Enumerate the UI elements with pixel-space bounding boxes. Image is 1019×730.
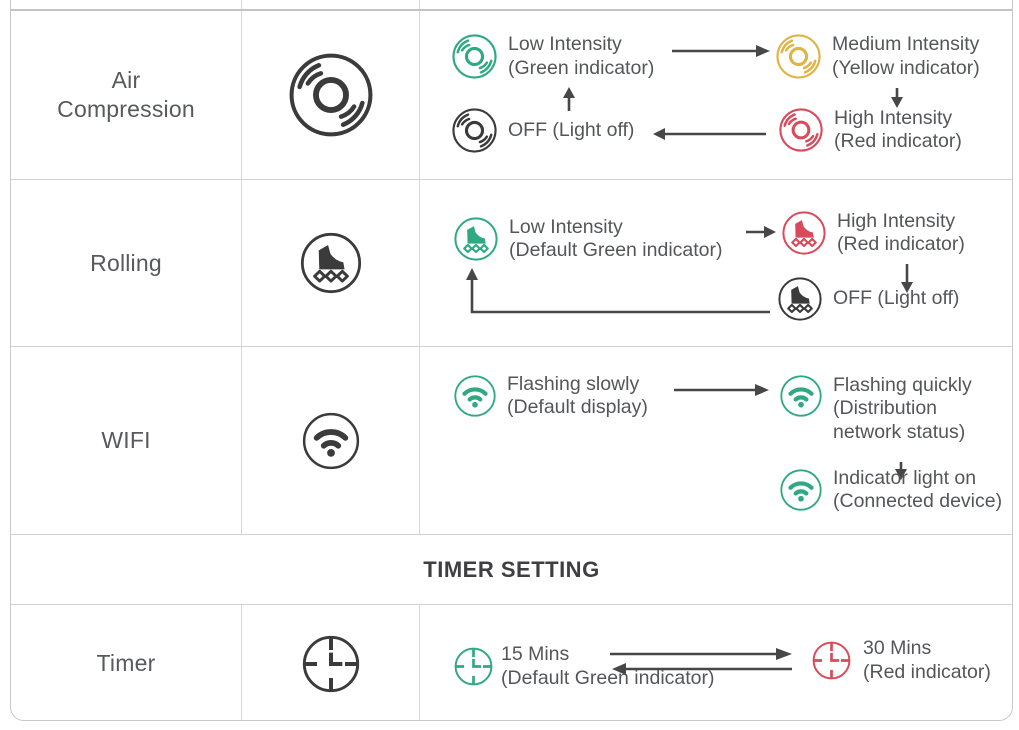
flow-node: High Intensity (Red indicator)	[781, 210, 965, 256]
flow-node: High Intensity (Red indicator)	[778, 107, 962, 153]
flow-node-label: OFF (Light off)	[833, 287, 960, 310]
function-label-cell: Air Compression	[11, 11, 241, 179]
partial-cell	[241, 0, 419, 9]
function-label-cell: WIFI	[11, 347, 241, 534]
row-label: Timer	[96, 650, 156, 677]
flow-node-label: OFF (Light off)	[508, 118, 635, 141]
row-label: WIFI	[101, 427, 151, 454]
wifi-indicator-icon	[779, 468, 823, 512]
flow-node-label: Indicator light on (Connected device)	[833, 466, 1003, 512]
air-compression-indicator-icon	[451, 107, 498, 154]
flow-cell: Low Intensity (Default Green indicator) …	[419, 180, 1012, 346]
flow-arrows-layer	[563, 45, 903, 140]
section-header-cell: TIMER SETTING	[11, 535, 1012, 604]
wifi-icon	[301, 411, 361, 471]
flow-cell: Low Intensity (Green indicator) Medium I…	[419, 11, 1012, 179]
flow-arrows-layer	[466, 226, 913, 314]
flow-node: OFF (Light off)	[451, 107, 634, 154]
flow-node-label: Low Intensity (Green indicator)	[508, 33, 655, 79]
row-label: Rolling	[90, 249, 162, 276]
flow-node: Low Intensity (Default Green indicator)	[453, 216, 723, 262]
row-label: Air Compression	[57, 67, 195, 122]
flow-cell: 15 Mins (Default Green indicator) 30 Min…	[419, 605, 1012, 720]
timer-clock-icon	[299, 632, 363, 696]
timer-indicator-icon	[810, 639, 853, 682]
flow-node-label: High Intensity (Red indicator)	[834, 106, 962, 152]
function-icon-cell	[241, 605, 419, 720]
rolling-indicator-icon	[453, 216, 499, 262]
function-icon-cell	[241, 180, 419, 346]
air-compression-indicator-icon	[778, 107, 824, 153]
function-label-cell: Rolling	[11, 180, 241, 346]
flow-node: Flashing slowly (Default display)	[453, 372, 648, 418]
flow-node: Low Intensity (Green indicator)	[451, 33, 654, 80]
section-header-row: TIMER SETTING	[11, 534, 1012, 604]
flow-node-label: Medium Intensity (Yellow indicator)	[832, 33, 980, 79]
function-icon-cell	[241, 347, 419, 534]
partial-cell	[11, 0, 241, 9]
rolling-indicator-icon	[777, 276, 823, 322]
flow-node-label: 30 Mins (Red indicator)	[863, 637, 991, 683]
function-icon-cell	[241, 11, 419, 179]
flow-arrows-layer	[674, 384, 907, 480]
rolling-skate-icon	[299, 231, 363, 295]
flow-node: 30 Mins (Red indicator)	[810, 637, 991, 683]
rolling-indicator-icon	[781, 210, 827, 256]
function-label-cell: Timer	[11, 605, 241, 720]
flow-node-label: Flashing quickly (Distribution network s…	[833, 374, 972, 443]
flow-arrows-layer	[610, 648, 792, 675]
flow-node: Indicator light on (Connected device)	[779, 466, 1003, 512]
air-compression-indicator-icon	[451, 33, 498, 80]
table-row: WIFI Flashing slowly (Default display) F…	[11, 346, 1012, 534]
flow-node-label: Flashing slowly (Default display)	[507, 372, 648, 418]
flow-node: OFF (Light off)	[777, 276, 959, 322]
flow-node-label: 15 Mins (Default Green indicator)	[501, 643, 715, 689]
table-row: Air Compression Low Intensity (Green ind…	[11, 9, 1012, 179]
section-header-title: TIMER SETTING	[423, 556, 600, 582]
indicator-table: Air Compression Low Intensity (Green ind…	[10, 0, 1013, 721]
air-compression-icon	[287, 51, 375, 139]
flow-cell: Flashing slowly (Default display) Flashi…	[419, 347, 1012, 534]
partial-cell	[419, 0, 1012, 9]
table-row-partial	[11, 0, 1012, 9]
timer-indicator-icon	[452, 645, 495, 688]
wifi-indicator-icon	[779, 374, 823, 418]
flow-node-label: High Intensity (Red indicator)	[837, 209, 965, 255]
air-compression-indicator-icon	[775, 33, 822, 80]
table-row: Rolling Low Intensity (Default Green ind…	[11, 179, 1012, 346]
flow-node: Medium Intensity (Yellow indicator)	[775, 33, 980, 80]
flow-node-label: Low Intensity (Default Green indicator)	[509, 215, 723, 261]
table-row: Timer 15 Mins (Default Green indicator) …	[11, 604, 1012, 720]
flow-node: Flashing quickly (Distribution network s…	[779, 374, 972, 444]
wifi-indicator-icon	[453, 374, 497, 418]
flow-node: 15 Mins (Default Green indicator)	[452, 643, 715, 689]
